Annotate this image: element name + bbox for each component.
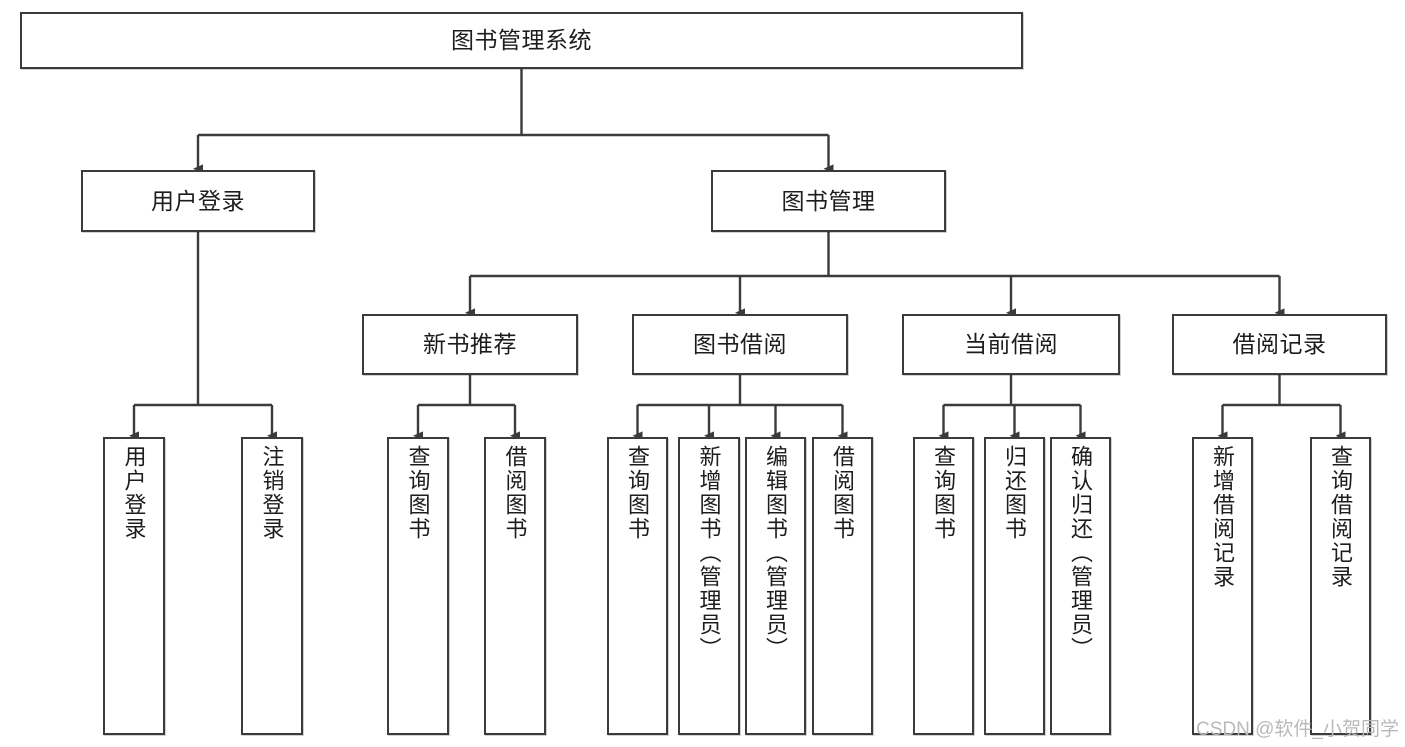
watermark: CSDN @软件_小贺同学	[1196, 719, 1399, 740]
node-label: 图书借阅	[693, 331, 787, 358]
node-label: 注销登录	[259, 445, 285, 541]
node-label: 新增借阅记录	[1210, 445, 1236, 589]
node-label: 查询借阅记录	[1328, 445, 1354, 589]
node-leaf-2[interactable]: 注销登录	[241, 437, 303, 735]
node-label: 当前借阅	[964, 331, 1058, 358]
node-label: 确认归还（管理员）	[1068, 445, 1094, 661]
node-leaf-11[interactable]: 确认归还（管理员）	[1050, 437, 1111, 735]
node-label: 借阅图书	[830, 445, 856, 541]
node-label: 查询图书	[625, 445, 651, 541]
node-label: 编辑图书（管理员）	[763, 445, 789, 661]
node-leaf-7[interactable]: 编辑图书（管理员）	[745, 437, 806, 735]
node-label: 借阅记录	[1232, 331, 1327, 358]
node-leaf-8[interactable]: 借阅图书	[812, 437, 873, 735]
node-label: 查询图书	[931, 445, 957, 541]
node-label: 新书推荐	[423, 331, 517, 358]
node-leaf-3[interactable]: 查询图书	[387, 437, 449, 735]
node-leaf-9[interactable]: 查询图书	[913, 437, 974, 735]
node-leaf-10[interactable]: 归还图书	[984, 437, 1045, 735]
node-label: 新增图书（管理员）	[696, 445, 722, 661]
node-user-login[interactable]: 用户登录	[81, 170, 315, 232]
node-label: 用户登录	[121, 445, 147, 541]
node-book-manage[interactable]: 图书管理	[711, 170, 946, 232]
node-label: 借阅图书	[502, 445, 528, 541]
node-new-book-rec[interactable]: 新书推荐	[362, 314, 578, 375]
node-borrow-record[interactable]: 借阅记录	[1172, 314, 1387, 375]
node-leaf-5[interactable]: 查询图书	[607, 437, 668, 735]
node-leaf-13[interactable]: 查询借阅记录	[1310, 437, 1371, 735]
node-leaf-12[interactable]: 新增借阅记录	[1192, 437, 1253, 735]
node-current-borrow[interactable]: 当前借阅	[902, 314, 1120, 375]
node-leaf-4[interactable]: 借阅图书	[484, 437, 546, 735]
node-label: 图书管理系统	[451, 27, 592, 54]
node-label: 归还图书	[1002, 445, 1028, 541]
node-label: 图书管理	[781, 187, 876, 214]
connector-lines	[129, 69, 1346, 441]
node-book-borrow[interactable]: 图书借阅	[632, 314, 848, 375]
node-root[interactable]: 图书管理系统	[20, 12, 1023, 69]
node-leaf-6[interactable]: 新增图书（管理员）	[678, 437, 740, 735]
node-leaf-1[interactable]: 用户登录	[103, 437, 165, 735]
node-label: 用户登录	[151, 187, 245, 214]
node-label: 查询图书	[405, 445, 431, 541]
